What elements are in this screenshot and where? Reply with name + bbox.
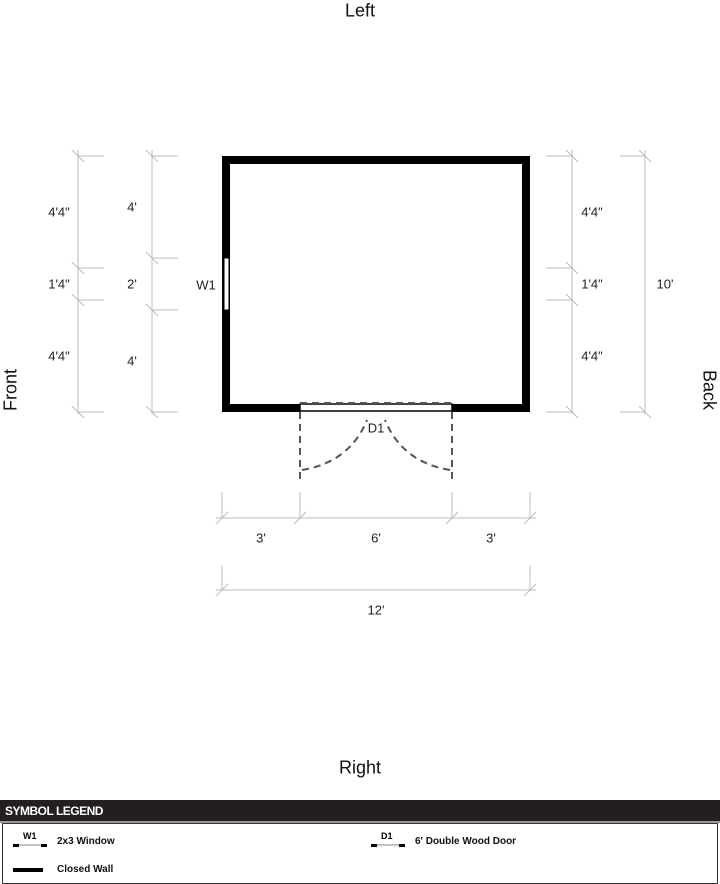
dimension-lines — [71, 149, 652, 597]
window-symbol-icon — [13, 844, 47, 847]
dim-label: 4'4" — [48, 348, 70, 364]
dim-label: 3' — [256, 530, 266, 546]
window-label: W1 — [196, 277, 216, 293]
walls — [222, 156, 530, 412]
window-symbol-icon: W1 — [23, 831, 37, 841]
door-label: D1 — [367, 420, 385, 436]
legend-label: 6' Double Wood Door — [415, 836, 517, 847]
side-label-right: Right — [338, 757, 382, 778]
dim-label: 10' — [656, 276, 674, 292]
legend-title: SYMBOL LEGEND — [0, 800, 720, 823]
legend-label: 2x3 Window — [57, 836, 115, 847]
side-label-back: Back — [699, 369, 720, 411]
side-label-left: Left — [344, 0, 376, 21]
legend-label: Closed Wall — [57, 864, 114, 875]
door-symbol-icon — [371, 844, 405, 847]
dim-label: 1'4" — [48, 276, 70, 292]
dim-label: 4'4" — [581, 348, 603, 364]
door-symbol-icon: D1 — [381, 831, 393, 841]
dim-label: 4' — [127, 199, 137, 215]
dim-label: 12' — [367, 602, 385, 618]
dim-label: 2' — [127, 276, 137, 292]
symbol-legend: SYMBOL LEGEND W1 2x3 Window D1 6' Double… — [0, 800, 720, 884]
dim-label: 3' — [486, 530, 496, 546]
window-w1 — [223, 257, 230, 311]
dim-label: 4' — [127, 353, 137, 369]
closed-wall-icon — [13, 868, 43, 872]
dim-label: 1'4" — [581, 276, 603, 292]
door-d1 — [299, 402, 453, 479]
floor-plan — [71, 149, 652, 597]
dim-label: 4'4" — [581, 204, 603, 220]
dim-label: 4'4" — [48, 204, 70, 220]
side-label-front: Front — [0, 368, 21, 412]
dim-label: 6' — [371, 530, 381, 546]
